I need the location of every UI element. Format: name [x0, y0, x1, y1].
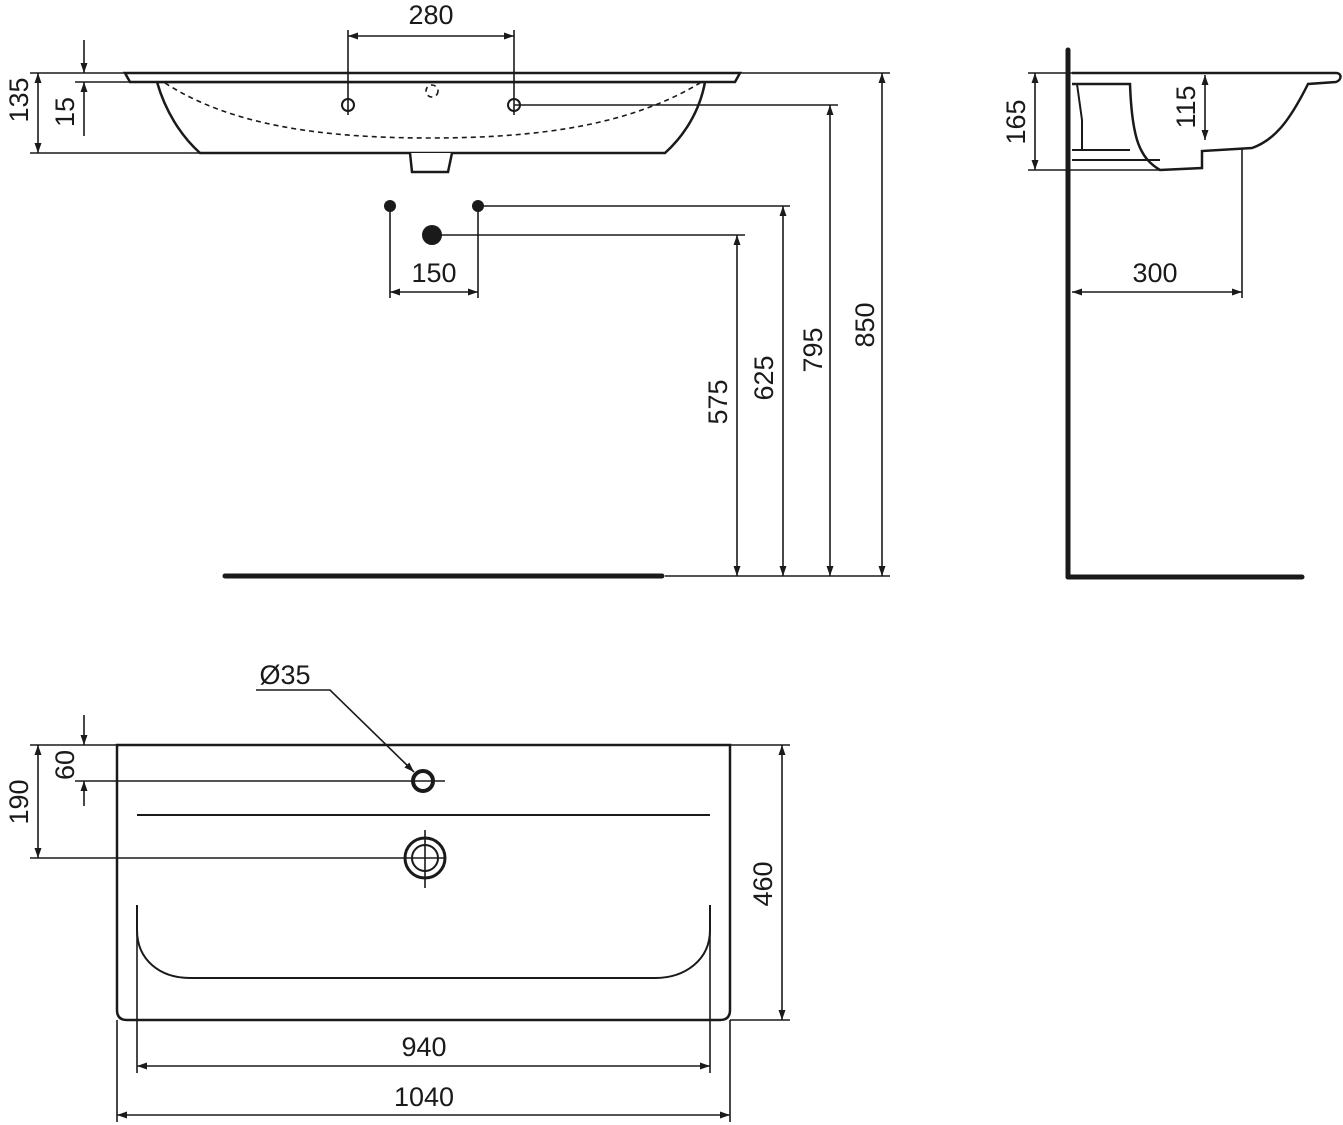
dim-tap-spacing: 280	[408, 0, 453, 30]
dim-tap-hole-diameter: Ø35	[259, 660, 310, 690]
center-hole-hidden	[425, 84, 439, 98]
dim-drain-projection: 300	[1132, 258, 1177, 288]
basin-top-outline	[115, 743, 732, 1022]
side-view: 165 115 300	[1001, 47, 1342, 580]
dim-tap-hole-offset: 60	[50, 750, 80, 780]
dim-drain-height: 575	[703, 379, 733, 424]
dim-inner-width: 940	[401, 1032, 446, 1062]
dim-tap-hole-height: 795	[798, 327, 828, 372]
dim-depth: 460	[748, 861, 778, 906]
dim-drain-offset: 190	[4, 779, 34, 824]
dim-overall-width: 1040	[394, 1082, 454, 1112]
bowl-hidden-line	[164, 82, 701, 139]
dim-bowl-depth: 115	[1171, 85, 1201, 128]
basin-front-body	[155, 80, 707, 155]
dim-supply-spacing: 150	[411, 258, 456, 288]
basin-side-profile	[1072, 71, 1342, 172]
dim-supply-height: 625	[749, 355, 779, 400]
basin-rim	[122, 71, 743, 84]
front-view: 280 135 15 150 575 625 795 850	[4, 0, 890, 579]
dim-height-total: 135	[4, 77, 34, 122]
bowl-front-edge	[136, 905, 711, 979]
dim-top-height: 850	[850, 302, 880, 347]
dim-rim-thickness: 15	[50, 97, 80, 127]
overflow-drain	[408, 152, 454, 174]
dim-side-depth-total: 165	[1001, 99, 1031, 144]
top-view: Ø35 60 190 460 940 1040	[4, 660, 790, 1122]
